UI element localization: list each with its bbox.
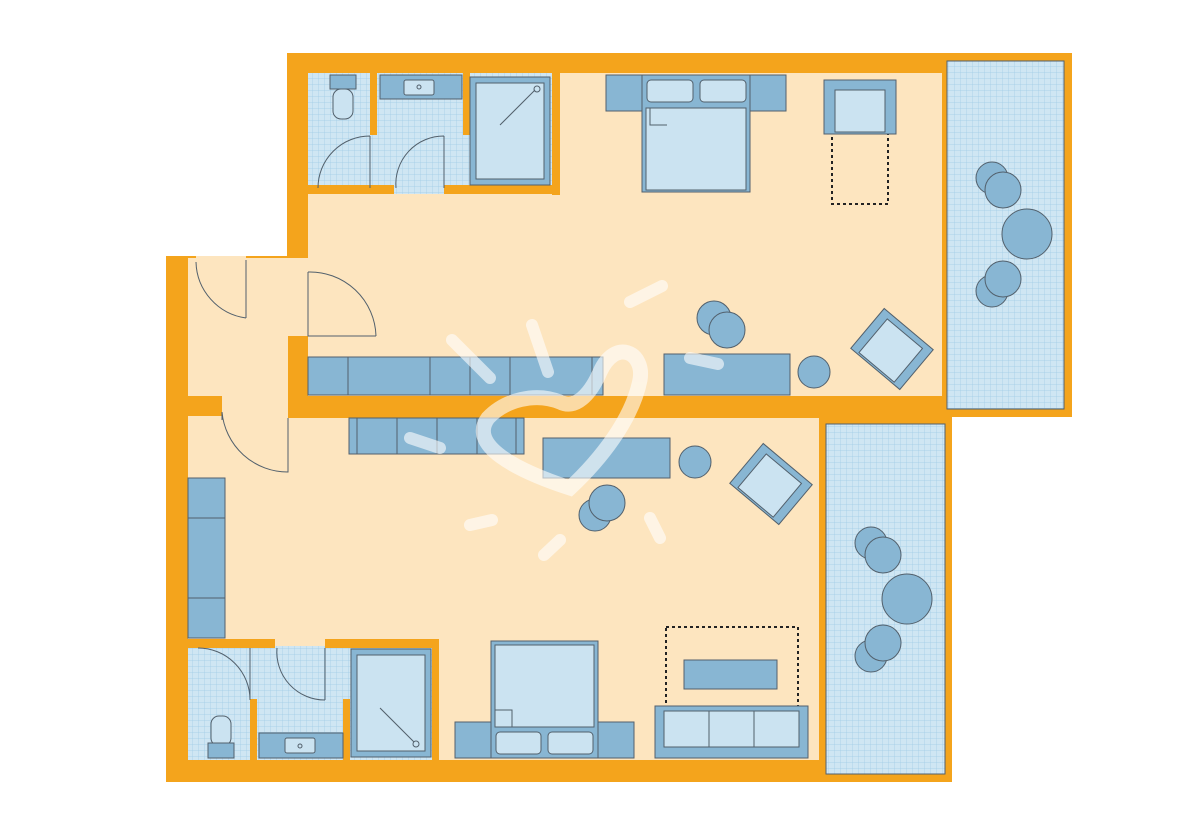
- lower-balcony-furniture: [854, 526, 933, 673]
- stool-icon: [588, 484, 626, 522]
- upper-bathroom-wall: [444, 185, 560, 194]
- lower-bathroom-wall: [188, 639, 275, 648]
- hall-wall: [188, 396, 222, 416]
- upper-apartment-door: [307, 271, 377, 337]
- round-table-icon: [797, 355, 831, 389]
- shower-tray-icon: [469, 76, 551, 186]
- sofa-icon: [654, 626, 809, 759]
- stool-icon: [708, 311, 746, 349]
- entrance-doors: [195, 260, 377, 473]
- party-wall: [288, 396, 943, 418]
- lower-apartment-door: [221, 411, 289, 473]
- sideboard: [307, 356, 604, 396]
- entrance-door: [195, 260, 247, 319]
- desk: [663, 353, 791, 396]
- lower-bathroom-wall: [343, 699, 350, 760]
- double-bed-icon: [454, 640, 635, 759]
- upper-balcony-furniture: [975, 161, 1053, 308]
- upper-bathroom-door-gap: [394, 185, 444, 194]
- armchair-icon: [850, 307, 934, 391]
- lower-bathroom-wall: [250, 699, 257, 760]
- upper-bathroom-wall: [370, 73, 377, 135]
- washbasin-icon: [379, 74, 463, 100]
- armchair-icon: [729, 442, 813, 526]
- lower-door-opening: [222, 396, 288, 420]
- round-table-icon: [1001, 208, 1053, 260]
- lower-room-furniture: [187, 417, 813, 759]
- door-swing: [276, 647, 326, 701]
- stool-icon: [864, 536, 902, 574]
- door-swing: [317, 135, 371, 189]
- interior-walls: [188, 336, 943, 418]
- sunburst-heart-logo: [404, 280, 724, 561]
- upper-bathroom-wall: [308, 185, 394, 194]
- round-table-icon: [678, 445, 712, 479]
- upper-room-furniture: [307, 74, 934, 396]
- toilet-icon: [329, 74, 357, 120]
- hall-wall: [288, 336, 308, 398]
- stool-icon: [864, 624, 902, 662]
- lower-bathroom: [188, 639, 439, 760]
- stool-icon: [984, 171, 1022, 209]
- wardrobe: [187, 477, 226, 639]
- lower-bathroom-wall: [325, 639, 439, 648]
- armchair-icon: [823, 79, 897, 205]
- upper-bathroom-wall: [552, 73, 560, 195]
- shower-tray-icon: [350, 648, 432, 758]
- stool-icon: [984, 260, 1022, 298]
- round-table-icon: [881, 573, 933, 625]
- entrance-door-opening: [196, 256, 246, 260]
- upper-door-opening: [287, 272, 311, 336]
- door-swing: [395, 135, 445, 189]
- lower-bathroom-wall: [432, 639, 439, 760]
- toilet-icon: [207, 715, 235, 759]
- washbasin-icon: [258, 732, 344, 759]
- upper-bathroom: [308, 73, 560, 195]
- upper-bathroom-wall: [463, 73, 470, 135]
- double-bed-icon: [605, 74, 787, 193]
- door-swing: [197, 647, 251, 701]
